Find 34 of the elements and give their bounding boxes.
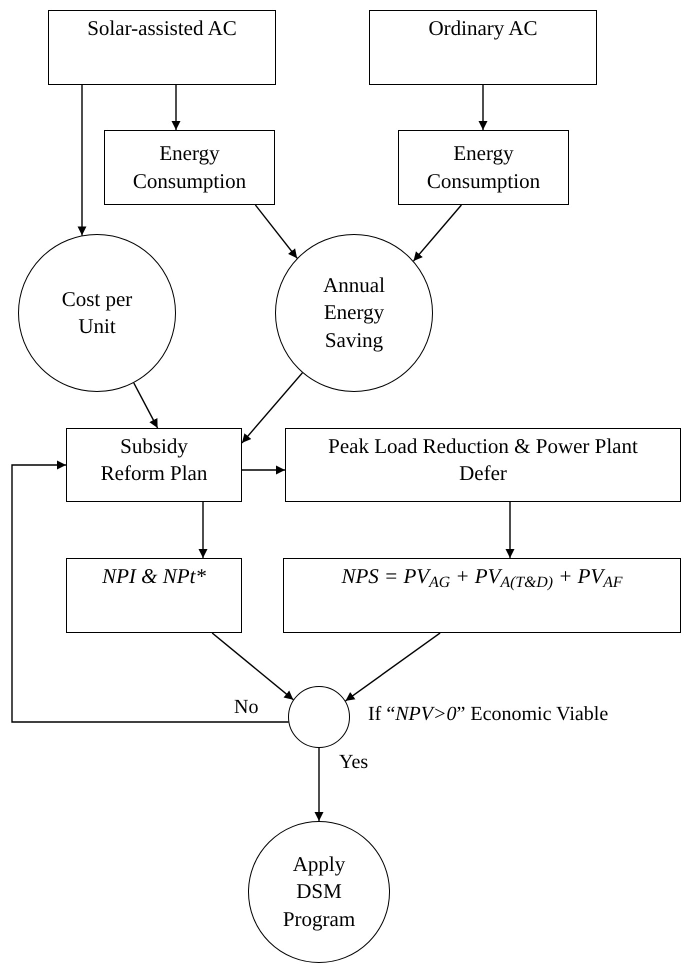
arrow xyxy=(254,204,298,259)
process-box xyxy=(369,10,597,85)
node-text: Energy Consumption xyxy=(132,140,248,194)
arrow xyxy=(412,204,462,262)
process-box xyxy=(66,428,242,502)
process-box xyxy=(104,130,275,205)
arrow xyxy=(506,502,514,558)
arrow xyxy=(478,85,488,130)
arrow xyxy=(314,748,324,821)
arrow xyxy=(241,372,303,444)
node-text: Energy Consumption xyxy=(426,140,542,194)
process-box xyxy=(283,558,681,633)
node-text: Apply DSM Program xyxy=(282,851,356,933)
condition-text: If “NPV>0” Economic Viable xyxy=(368,704,608,724)
arrow xyxy=(78,85,86,236)
process-box xyxy=(398,130,569,205)
arrow xyxy=(242,466,285,474)
arrow xyxy=(133,382,158,428)
arrow xyxy=(212,632,294,700)
process-box xyxy=(48,10,276,85)
node-text: Peak Load Reduction & Power Plant Defer xyxy=(327,433,639,488)
arrow xyxy=(345,632,440,702)
node-text: Annual Energy Saving xyxy=(322,272,386,354)
process-box xyxy=(66,558,242,633)
node-text: Subsidy Reform Plan xyxy=(100,433,208,488)
node-text: Solar-assisted AC xyxy=(87,15,237,42)
arrow xyxy=(11,460,288,723)
process-box xyxy=(285,428,681,502)
arrow xyxy=(198,502,208,558)
arrow xyxy=(172,85,180,130)
node-text: NPS = PV$_{AG}$ + PV$_{A(T&D)}$ + PV$_{AF}$ xyxy=(341,563,623,590)
node-text: NPI & NPt* xyxy=(102,563,206,590)
node-text: Ordinary AC xyxy=(428,15,538,42)
node-text: Cost per Unit xyxy=(60,286,134,340)
